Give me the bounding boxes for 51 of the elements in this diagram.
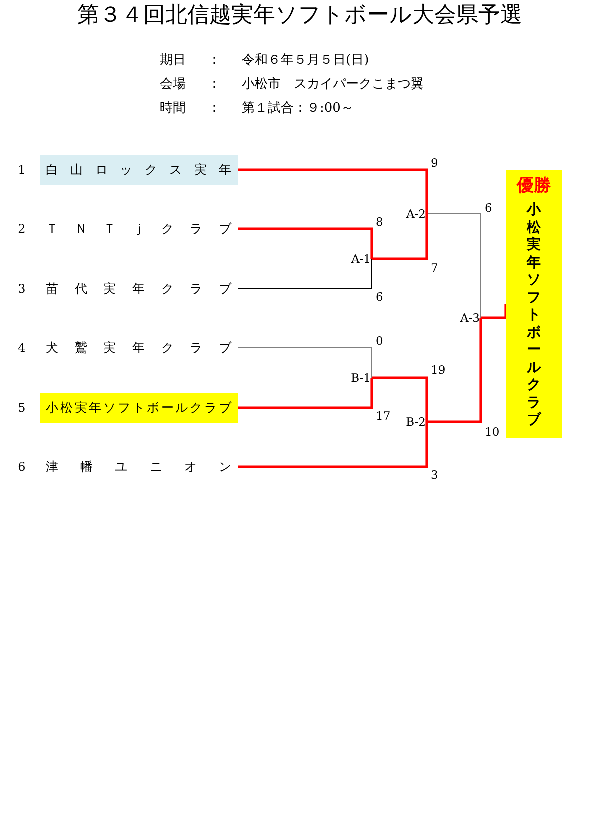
bracket-line — [238, 378, 374, 410]
score-label: 0 — [376, 334, 384, 348]
bracket-line — [426, 214, 482, 318]
match-label: B-2 — [406, 415, 426, 429]
score-label: 7 — [431, 261, 438, 275]
info-text: 期日 — [160, 53, 186, 69]
info-text: 小松市 スカイパークこまつ翼 — [242, 77, 424, 93]
seed-number: 3 — [17, 281, 27, 298]
match-label: B-1 — [351, 371, 371, 385]
info-text: ： — [208, 77, 221, 93]
bracket-line — [238, 348, 372, 378]
team-name: 津幡ユニオン — [40, 452, 238, 482]
seed-number: 2 — [17, 221, 27, 238]
bracket-line — [238, 258, 372, 290]
seed-number: 6 — [17, 459, 27, 476]
match-label: A-2 — [406, 207, 426, 221]
info-text: 会場 — [160, 77, 186, 93]
team-name: 小松実年ソフトボールクラブ — [40, 393, 238, 423]
match-label: A-1 — [351, 252, 371, 266]
info-text: 第１試合：９:00～ — [242, 101, 354, 117]
seed-number: 1 — [17, 162, 27, 179]
score-label: 8 — [376, 215, 384, 229]
score-label: 6 — [485, 201, 492, 215]
winner-name: 小松実年ソフトボールクラブ — [526, 202, 542, 430]
score-label: 19 — [431, 363, 446, 377]
winner-box — [506, 170, 562, 438]
team-name: 苗代実年クラブ — [40, 274, 238, 304]
bracket-line — [238, 228, 374, 259]
score-label: 17 — [376, 409, 391, 423]
score-label: 6 — [376, 290, 384, 304]
winner-heading: 優勝 — [516, 175, 552, 198]
info-text: 時間 — [160, 101, 186, 117]
team-name: 白山ロックス実年 — [40, 155, 238, 185]
title: 第３４回北信越実年ソフトボール大会県予選 — [76, 2, 524, 30]
bracket-line — [372, 376, 428, 422]
seed-number: 5 — [17, 400, 27, 417]
info-text: 令和６年５月５日(日) — [242, 53, 370, 69]
bracket-line — [238, 168, 428, 214]
score-label: 10 — [485, 425, 500, 439]
team-name: 犬鷲実年クラブ — [40, 333, 238, 363]
info-text: ： — [208, 53, 221, 69]
match-label: A-3 — [460, 311, 480, 325]
score-label: 9 — [431, 156, 438, 170]
team-name: ＴＮＴｊクラブ — [40, 214, 238, 244]
seed-number: 4 — [17, 340, 27, 357]
bracket-line — [372, 214, 428, 260]
info-text: ： — [208, 101, 221, 117]
score-label: 3 — [431, 468, 438, 482]
bracket-line — [427, 318, 482, 424]
bracket-line — [481, 304, 508, 320]
bracket-line — [238, 422, 428, 468]
